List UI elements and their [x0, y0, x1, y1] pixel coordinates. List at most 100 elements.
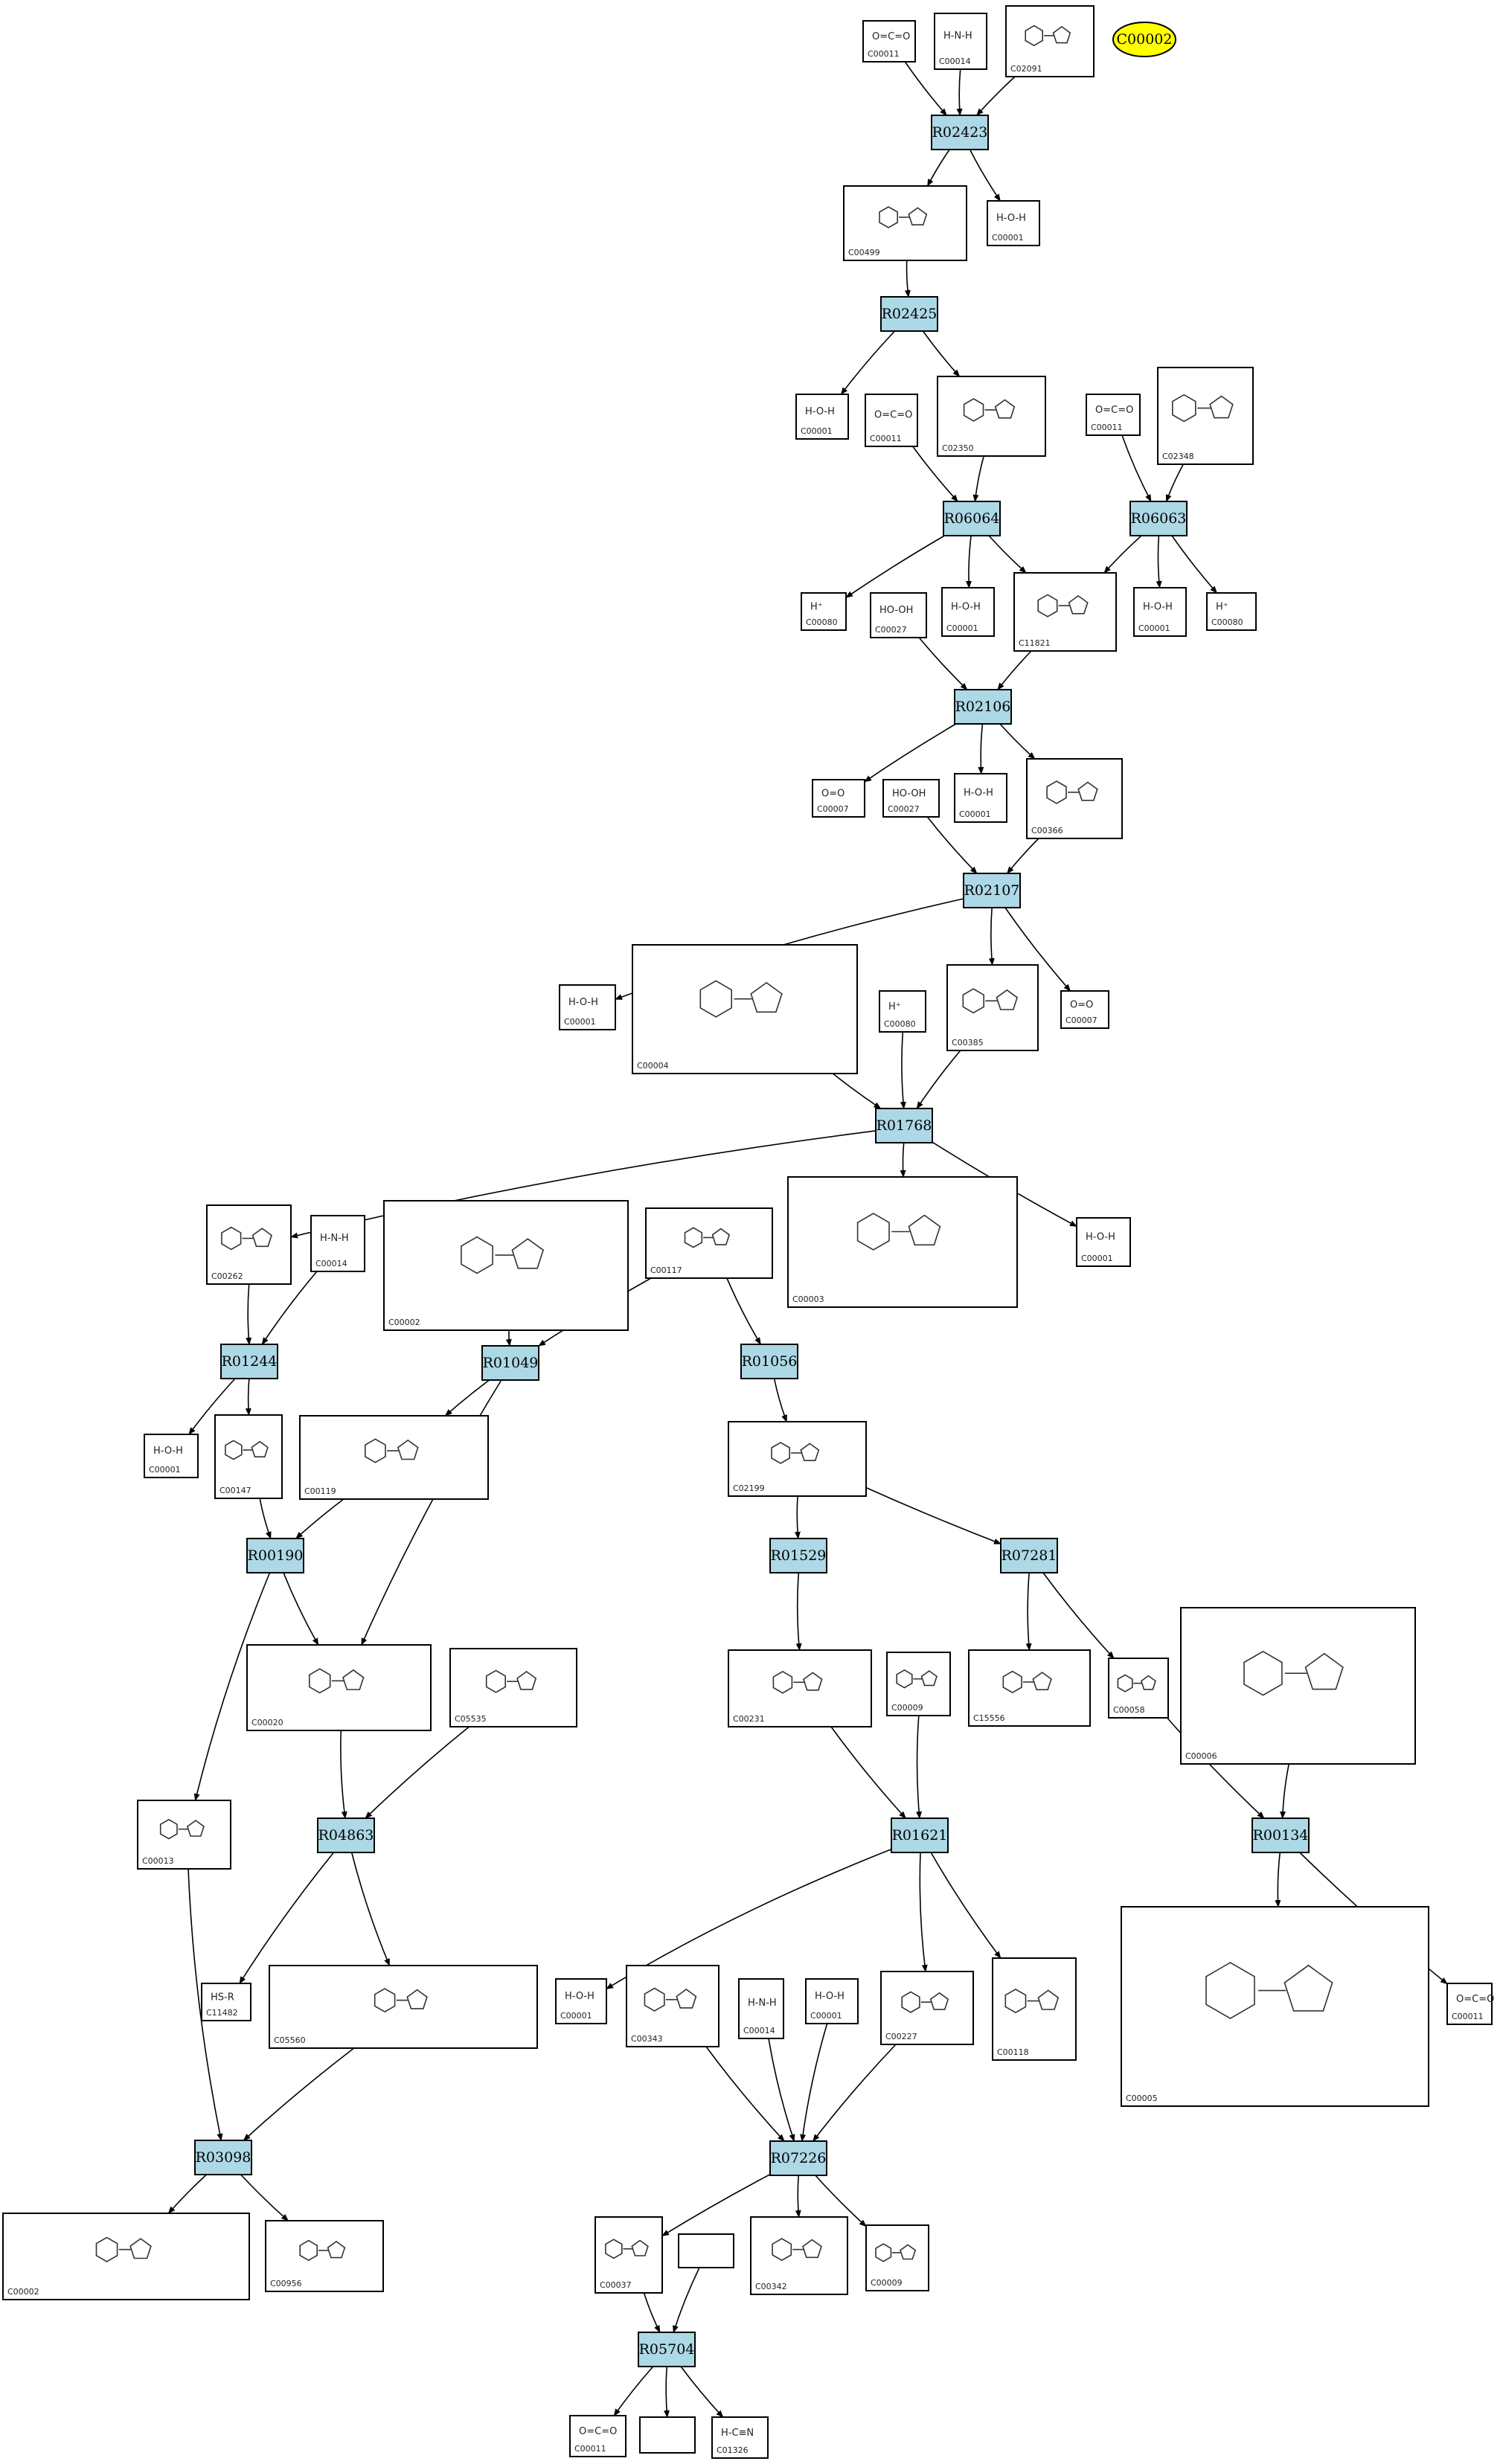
compound-node-c15556[interactable]: C15556 [968, 1649, 1091, 1727]
compound-node-c00342[interactable]: C00342 [750, 2216, 848, 2295]
compound-node-c00080[interactable]: H⁺C00080 [879, 990, 926, 1033]
edge-r17-c55 [240, 2174, 289, 2221]
reaction-node-r00190[interactable]: R00190 [246, 1538, 304, 1573]
reaction-node-r00134[interactable]: R00134 [1252, 1817, 1310, 1853]
edge-r6-c25 [1004, 907, 1071, 992]
molecule-ring-icon [342, 1669, 365, 1690]
edge-r12-c38 [795, 1572, 802, 1651]
reaction-node-r01244[interactable]: R01244 [220, 1344, 278, 1379]
compound-node-c00385[interactable]: C00385 [946, 964, 1039, 1051]
reaction-node-r04863[interactable]: R04863 [317, 1817, 375, 1853]
compound-node-c00002[interactable]: C00002 [2, 2213, 250, 2300]
reaction-node-r02107[interactable]: R02107 [963, 873, 1021, 908]
reaction-node-r01529[interactable]: R01529 [769, 1538, 827, 1573]
compound-node-c00118[interactable]: C00118 [992, 1957, 1077, 2061]
compound-node-c00003[interactable]: C00003 [787, 1176, 1018, 1308]
compound-node-c00262[interactable]: C00262 [206, 1204, 292, 1285]
compound-node-c00009[interactable]: C00009 [865, 2224, 929, 2291]
compound-node-c00002[interactable]: C00002 [383, 1200, 629, 1331]
reaction-label: R07226 [771, 2150, 827, 2166]
compound-node-blank[interactable] [639, 2416, 696, 2454]
compound-node-c00080[interactable]: H⁺C00080 [801, 592, 847, 631]
compound-label: C00007 [1065, 1016, 1097, 1025]
reaction-node-r02425[interactable]: R02425 [880, 296, 938, 332]
compound-node-c00231[interactable]: C00231 [728, 1649, 872, 1727]
reaction-node-r01621[interactable]: R01621 [891, 1817, 949, 1853]
reaction-node-r05704[interactable]: R05704 [638, 2332, 696, 2367]
compound-node-blank[interactable] [678, 2233, 734, 2268]
compound-node-c05560[interactable]: C05560 [269, 1965, 538, 2049]
reaction-label: R06064 [944, 510, 1000, 527]
compound-node-c11821[interactable]: C11821 [1013, 572, 1117, 652]
reaction-node-r07226[interactable]: R07226 [769, 2140, 827, 2176]
compound-node-c00006[interactable]: C00006 [1180, 1607, 1416, 1765]
compound-node-c00058[interactable]: C00058 [1108, 1658, 1169, 1719]
reaction-node-r06063[interactable]: R06063 [1129, 501, 1188, 536]
compound-node-c00956[interactable]: C00956 [265, 2220, 384, 2292]
edge-c2-r1 [956, 68, 963, 116]
reaction-box [194, 2140, 252, 2175]
molecule-ring-icon [896, 1669, 913, 1689]
reaction-node-r03098[interactable]: R03098 [194, 2140, 252, 2175]
compound-label: C00011 [1091, 423, 1123, 432]
compound-node-c00119[interactable]: C00119 [299, 1415, 489, 1500]
compound-node-c00004[interactable]: C00004 [632, 944, 858, 1074]
compound-node-c00147[interactable]: C00147 [214, 1414, 283, 1499]
compound-node-c00366[interactable]: C00366 [1026, 758, 1123, 839]
compound-node-c02348[interactable]: C02348 [1157, 367, 1254, 465]
reaction-node-r01049[interactable]: R01049 [481, 1345, 539, 1381]
compound-node-c02350[interactable]: C02350 [937, 376, 1046, 457]
reaction-node-r01056[interactable]: R01056 [740, 1344, 798, 1379]
compound-node-c00009[interactable]: C00009 [886, 1652, 951, 1716]
compound-node-c00005[interactable]: C00005 [1121, 1906, 1429, 2107]
compound-node-c00343[interactable]: C00343 [626, 1965, 720, 2047]
reaction-node-r06064[interactable]: R06064 [943, 501, 1001, 536]
molecule-ring-icon [221, 1226, 242, 1251]
molecule-ring-icon [750, 981, 783, 1013]
compound-node-c00080[interactable]: H⁺C00080 [1206, 592, 1257, 631]
compound-node-c00037[interactable]: C00037 [595, 2216, 663, 2294]
compound-node-c00013[interactable]: C00013 [137, 1800, 231, 1870]
reaction-node-r02423[interactable]: R02423 [931, 115, 989, 150]
compound-node-c02199[interactable]: C02199 [728, 1421, 867, 1497]
compound-node-c00227[interactable]: C00227 [880, 1971, 974, 2045]
compound-node-c05535[interactable]: C05535 [449, 1648, 577, 1727]
compound-node-c02091[interactable]: C02091 [1005, 5, 1095, 77]
highlight-node[interactable]: C00002 [1112, 22, 1176, 57]
reaction-node-r07281[interactable]: R07281 [1000, 1538, 1058, 1573]
compound-node-c00499[interactable]: C00499 [843, 185, 967, 261]
reaction-node-r02106[interactable]: R02106 [954, 689, 1012, 725]
compound-node-c00117[interactable]: C00117 [645, 1207, 773, 1279]
compound-node-c00020[interactable]: C00020 [246, 1644, 432, 1731]
molecule-ring-icon [856, 1213, 890, 1251]
reaction-node-r01768[interactable]: R01768 [875, 1108, 933, 1143]
edge-r15-c50 [919, 1852, 928, 1972]
edge-c42-r16 [1280, 1763, 1290, 1819]
compound-box [2, 2213, 250, 2300]
compound-formula: H-N-H [943, 31, 972, 42]
